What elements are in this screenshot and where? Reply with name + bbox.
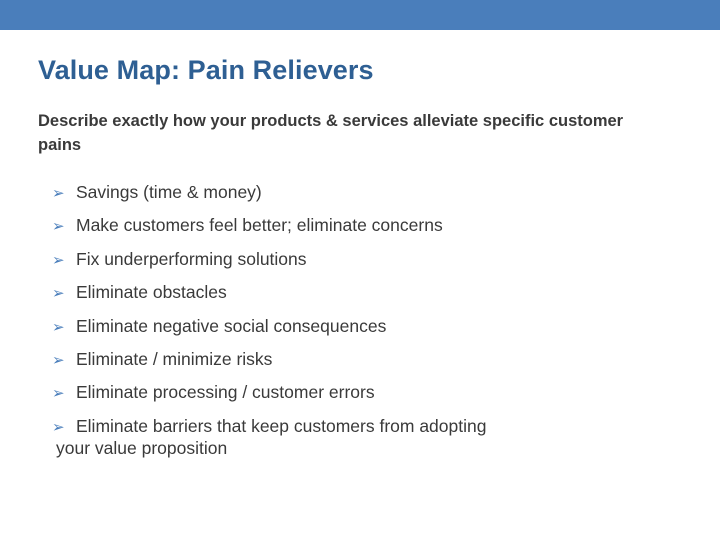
list-item: ➢ Eliminate processing / customer errors	[52, 382, 702, 404]
chevron-bullet-icon: ➢	[52, 217, 65, 236]
list-item-label: Make customers feel better; eliminate co…	[76, 215, 443, 236]
list-item: ➢ Make customers feel better; eliminate …	[52, 215, 702, 237]
list-item: ➢ Eliminate obstacles	[52, 282, 702, 304]
page-title: Value Map: Pain Relievers	[38, 55, 374, 85]
bullet-list: ➢ Savings (time & money) ➢ Make customer…	[52, 182, 702, 471]
chevron-bullet-icon: ➢	[52, 284, 65, 303]
chevron-bullet-icon: ➢	[52, 384, 65, 403]
list-item: ➢ Eliminate / minimize risks	[52, 349, 702, 371]
list-item-label: Savings (time & money)	[76, 182, 262, 202]
slide-subtitle: Describe exactly how your products & ser…	[38, 112, 624, 154]
list-item-label: Eliminate processing / customer errors	[76, 382, 375, 403]
chevron-bullet-icon: ➢	[52, 250, 65, 269]
list-item: ➢ Eliminate negative social consequences	[52, 316, 702, 338]
list-item-label: Eliminate negative social consequences	[76, 315, 387, 336]
list-item: ➢ Savings (time & money)	[52, 182, 702, 204]
list-item-label-line2: your value proposition	[56, 437, 228, 458]
chevron-bullet-icon: ➢	[52, 350, 65, 369]
list-item: ➢ Fix underperforming solutions	[52, 249, 702, 271]
list-item: ➢ Eliminate barriers that keep customers…	[52, 416, 702, 460]
chevron-bullet-icon: ➢	[52, 417, 65, 436]
list-item-label: Eliminate / minimize risks	[76, 348, 273, 369]
list-item-label: Fix underperforming solutions	[76, 248, 307, 269]
chevron-bullet-icon: ➢	[52, 184, 65, 202]
list-item-label-line1: Eliminate barriers that keep customers f…	[76, 415, 487, 436]
list-item-label: Eliminate barriers that keep customers f…	[56, 415, 702, 460]
header-accent-band	[0, 0, 720, 30]
chevron-bullet-icon: ➢	[52, 317, 65, 336]
list-item-label: Eliminate obstacles	[76, 282, 227, 303]
